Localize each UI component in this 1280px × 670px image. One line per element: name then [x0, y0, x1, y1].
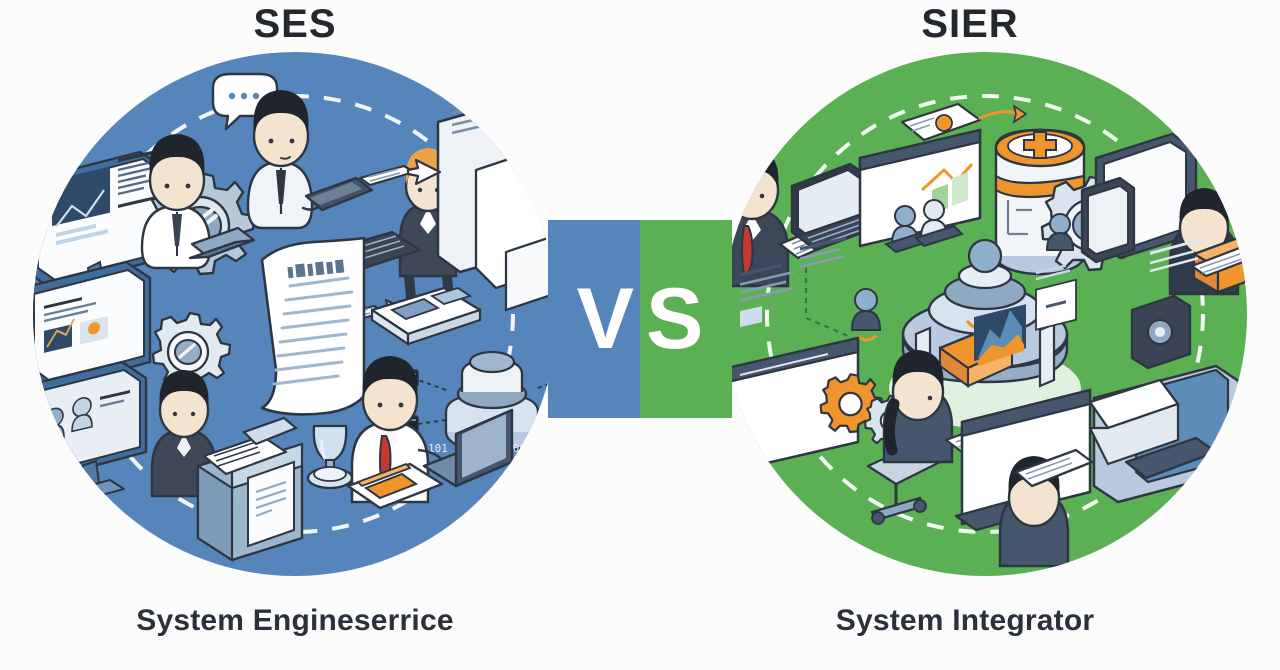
sier-monitor-document [726, 236, 860, 474]
sier-panel [723, 52, 1247, 576]
ses-trophy [306, 424, 354, 490]
ses-document-stack [370, 286, 482, 347]
caption-right: System Integrator [835, 604, 1095, 637]
page-title-left: SES [253, 2, 337, 46]
ses-document-scroll [260, 236, 366, 416]
sier-dashed-ring [765, 94, 1205, 534]
ses-monitor-text [33, 260, 152, 392]
sier-connector-lines [805, 268, 849, 337]
vs-letter-right: S [640, 220, 732, 418]
sier-clipboard [1080, 52, 1136, 264]
ses-person-laptop [140, 134, 256, 270]
vs-badge: V S [548, 220, 732, 418]
sier-person-holding-paper [998, 448, 1094, 568]
vs-letter-left: V [548, 220, 640, 418]
ses-arrow-tag-1 [358, 158, 442, 187]
ses-clipboard-pencil [346, 462, 444, 510]
caption-left: System Engineserrice [136, 604, 454, 637]
sier-dashboard-screen [858, 128, 982, 248]
sier-coin-badge [900, 102, 1028, 142]
ses-printer [196, 416, 304, 563]
sier-camera-device [1130, 294, 1192, 370]
sier-monitor-chart [954, 264, 1092, 532]
ses-person-tablet [246, 90, 374, 230]
ses-gear-small [151, 311, 232, 389]
svg-text:101: 101 [428, 442, 448, 455]
page-title-right: SIER [921, 2, 1019, 46]
sier-keyboard [790, 56, 882, 252]
sier-avatar-figures [850, 199, 1075, 342]
